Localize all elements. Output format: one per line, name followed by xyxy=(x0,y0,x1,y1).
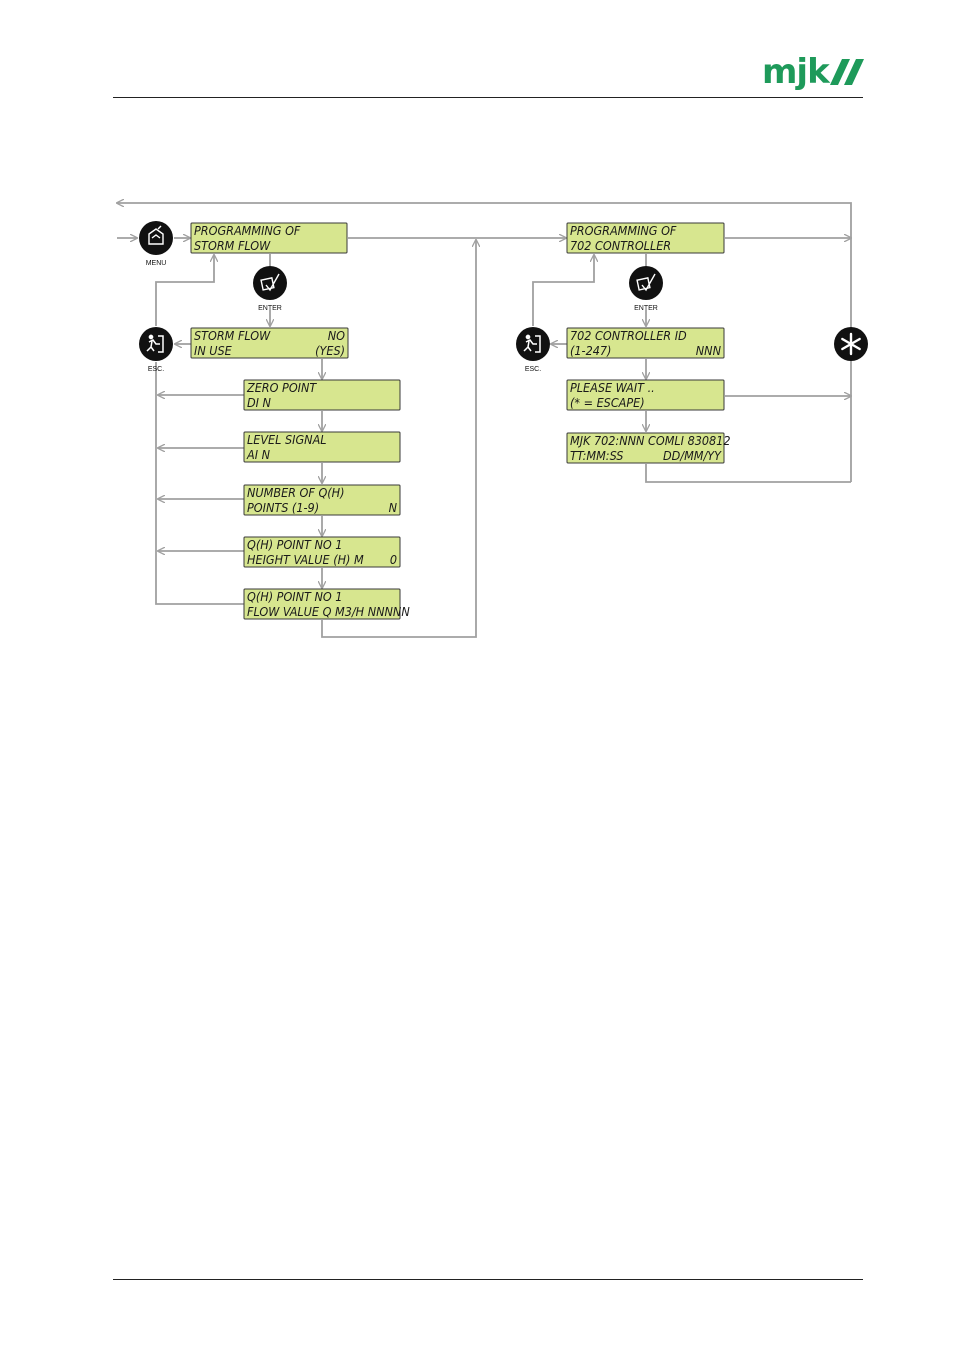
exit-icon xyxy=(146,334,164,353)
footer-rule xyxy=(113,1279,863,1280)
menu-flow-diagram: PROGRAMMING OF STORM FLOW STORM FLOW NO … xyxy=(0,0,868,638)
lcd-line-2: HEIGHT VALUE (H) M xyxy=(247,552,364,567)
lcd-line-1: ZERO POINT xyxy=(246,380,317,395)
lcd-line-1: PROGRAMMING OF xyxy=(194,223,301,238)
lcd-line-1: STORM FLOW xyxy=(194,328,271,343)
esc-button-left[interactable]: ESC. xyxy=(139,327,173,373)
connector-lines xyxy=(117,203,852,638)
logo-text: mjk xyxy=(762,52,830,92)
comli-return-line xyxy=(645,464,851,483)
lcd-line-1: Q(H) POINT NO 1 xyxy=(247,537,342,552)
flow-esc-line xyxy=(155,362,244,605)
lcd-screen-flow-value[interactable]: Q(H) POINT NO 1 FLOW VALUE Q M3/H NNNNN xyxy=(243,588,410,620)
lcd-screen-comli[interactable]: MJK 702:NNN COMLI 830812 TT:MM:SS DD/MM/… xyxy=(566,432,731,464)
exit-icon xyxy=(523,334,541,353)
lcd-line-2: IN USE xyxy=(194,343,233,358)
lcd-screen-please-wait[interactable]: PLEASE WAIT .. (* = ESCAPE) xyxy=(566,379,725,411)
esc-button-label: ESC. xyxy=(525,366,541,373)
lcd-line-2: TT:MM:SS xyxy=(570,448,623,463)
lcd-line-2: POINTS (1-9) xyxy=(247,500,319,515)
lcd-line-2-value: DD/MM/YY xyxy=(663,448,722,463)
lcd-screen-controller-id[interactable]: 702 CONTROLLER ID (1-247) NNN xyxy=(566,327,725,359)
lcd-line-1: PLEASE WAIT .. xyxy=(570,380,655,395)
lcd-line-1: PROGRAMMING OF xyxy=(570,223,677,238)
menu-icon xyxy=(148,225,164,245)
lcd-screen-zero-point[interactable]: ZERO POINT DI N xyxy=(243,379,401,411)
enter-icon xyxy=(636,273,656,292)
lcd-screen-number-of-q[interactable]: NUMBER OF Q(H) POINTS (1-9) N xyxy=(243,484,401,516)
lcd-screen-storm-flow-in-use[interactable]: STORM FLOW NO IN USE (YES) xyxy=(190,327,349,359)
enter-button-right[interactable]: ENTER xyxy=(629,266,663,312)
lcd-screen-level-signal[interactable]: LEVEL SIGNAL AI N xyxy=(243,431,401,463)
esc-to-storm-arrow xyxy=(155,255,214,326)
logo-slash-icon xyxy=(829,59,864,85)
lcd-line-2: (* = ESCAPE) xyxy=(570,395,645,410)
lcd-line-1: Q(H) POINT NO 1 xyxy=(247,589,342,604)
lcd-line-2-value: 0 xyxy=(390,552,397,567)
lcd-line-1: LEVEL SIGNAL xyxy=(247,432,327,447)
lcd-line-2: 702 CONTROLLER xyxy=(570,238,671,253)
enter-button-left[interactable]: ENTER xyxy=(253,266,287,312)
menu-button-label: MENU xyxy=(146,260,167,267)
esc-button-label: ESC. xyxy=(148,366,164,373)
enter-button-label: ENTER xyxy=(258,305,282,312)
lcd-line-1: 702 CONTROLLER ID xyxy=(570,328,687,343)
mjk-logo: mjk xyxy=(762,52,866,92)
esc-button-right[interactable]: ESC. xyxy=(516,327,550,373)
esc-to-controller-arrow xyxy=(532,255,594,326)
enter-button-label: ENTER xyxy=(634,305,658,312)
lcd-line-2-value: (YES) xyxy=(315,343,345,358)
lcd-line-1-value: NO xyxy=(328,328,345,343)
lcd-line-2: FLOW VALUE Q M3/H NNNNN xyxy=(247,604,410,619)
lcd-line-2: DI N xyxy=(247,395,272,410)
lcd-line-2-value: N xyxy=(389,500,398,515)
header-rule xyxy=(113,97,863,98)
lcd-line-2: STORM FLOW xyxy=(194,238,271,253)
lcd-screen-height-value[interactable]: Q(H) POINT NO 1 HEIGHT VALUE (H) M 0 xyxy=(243,536,401,568)
lcd-line-2-value: NNN xyxy=(696,343,722,358)
lcd-line-1: NUMBER OF Q(H) xyxy=(247,485,345,500)
lcd-line-2: AI N xyxy=(246,447,271,462)
lcd-screen-storm-flow-menu[interactable]: PROGRAMMING OF STORM FLOW xyxy=(190,222,348,254)
menu-button[interactable]: MENU xyxy=(139,221,173,267)
lcd-line-2: (1-247) xyxy=(570,343,611,358)
enter-icon xyxy=(260,273,280,292)
asterisk-icon xyxy=(841,332,861,356)
flow-return-arrow xyxy=(321,240,476,638)
lcd-screen-controller-menu[interactable]: PROGRAMMING OF 702 CONTROLLER xyxy=(566,222,725,254)
top-return-arrow xyxy=(117,203,852,482)
lcd-line-1: MJK 702:NNN COMLI 830812 xyxy=(570,433,731,448)
asterisk-button[interactable] xyxy=(834,327,868,361)
